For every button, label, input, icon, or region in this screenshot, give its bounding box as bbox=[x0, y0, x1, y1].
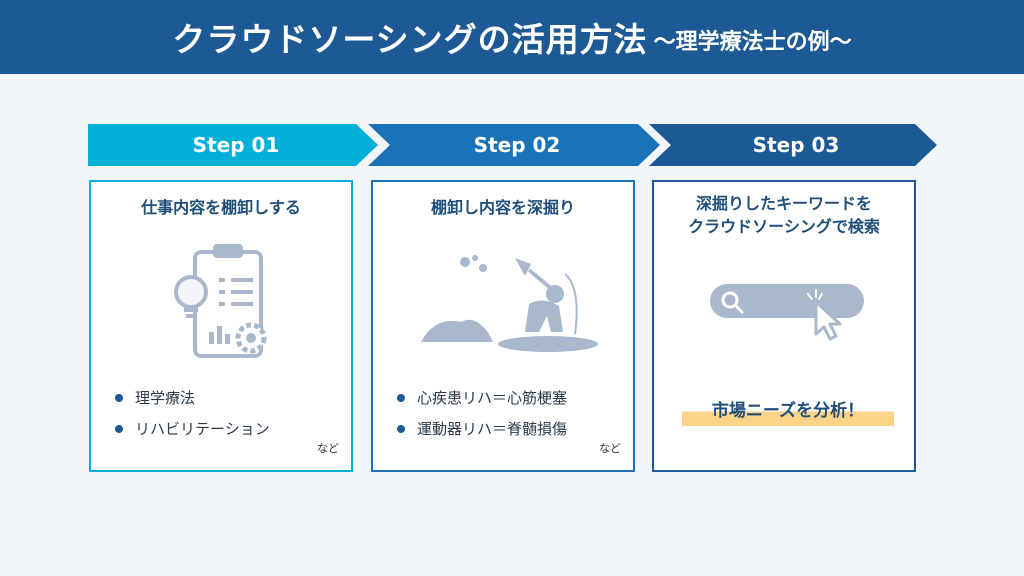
clipboard-lightbulb-gear-icon bbox=[173, 242, 273, 364]
step-arrows: Step 01 Step 02 Step 03 bbox=[0, 124, 1024, 166]
step-02-bullet-list: 心疾患リハ＝心筋梗塞 運動器リハ＝脊髄損傷 bbox=[395, 388, 567, 450]
step-03-highlight: 市場ニーズを分析！ bbox=[682, 398, 894, 426]
list-item: リハビリテーション bbox=[113, 419, 270, 439]
step-01-card-title: 仕事内容を棚卸しする bbox=[141, 198, 301, 217]
step-03-arrow: Step 03 bbox=[649, 124, 937, 166]
digging-person-icon bbox=[413, 244, 603, 358]
page-title: クラウドソーシングの活用方法 bbox=[172, 20, 648, 59]
step-03-card: 深掘りしたキーワードを クラウドソーシングで検索 市場ニーズを分析！ bbox=[652, 180, 916, 472]
page-subtitle: 〜理学療法士の例〜 bbox=[653, 30, 852, 55]
page-header: クラウドソーシングの活用方法 〜理学療法士の例〜 bbox=[0, 0, 1024, 74]
step-03-card-title-line-2: クラウドソーシングで検索 bbox=[688, 217, 880, 236]
step-01-bullet-list: 理学療法 リハビリテーション bbox=[113, 388, 270, 450]
list-item: 理学療法 bbox=[113, 388, 270, 408]
step-02-card-title: 棚卸し内容を深掘り bbox=[430, 198, 575, 217]
step-02-label: Step 02 bbox=[473, 133, 561, 157]
step-03-card-title: 深掘りしたキーワードを クラウドソーシングで検索 bbox=[654, 192, 914, 238]
step-02-card: 棚卸し内容を深掘り 心疾患リハ＝心筋梗塞 運動器リハ＝脊髄損傷 など bbox=[371, 180, 635, 472]
step-03-card-title-line-1: 深掘りしたキーワードを bbox=[695, 194, 872, 213]
step-02-arrow: Step 02 bbox=[368, 124, 660, 166]
step-01-note: など bbox=[317, 442, 339, 455]
list-item: 運動器リハ＝脊髄損傷 bbox=[395, 419, 567, 439]
step-01-label: Step 01 bbox=[192, 133, 280, 157]
step-02-note: など bbox=[599, 442, 621, 455]
step-01-card: 仕事内容を棚卸しする 理学療法 リハビリテーション など bbox=[89, 180, 353, 472]
step-01-arrow: Step 01 bbox=[88, 124, 378, 166]
list-item: 心疾患リハ＝心筋梗塞 bbox=[395, 388, 567, 408]
search-bar-cursor-icon bbox=[708, 282, 868, 348]
step-03-label: Step 03 bbox=[752, 133, 840, 157]
